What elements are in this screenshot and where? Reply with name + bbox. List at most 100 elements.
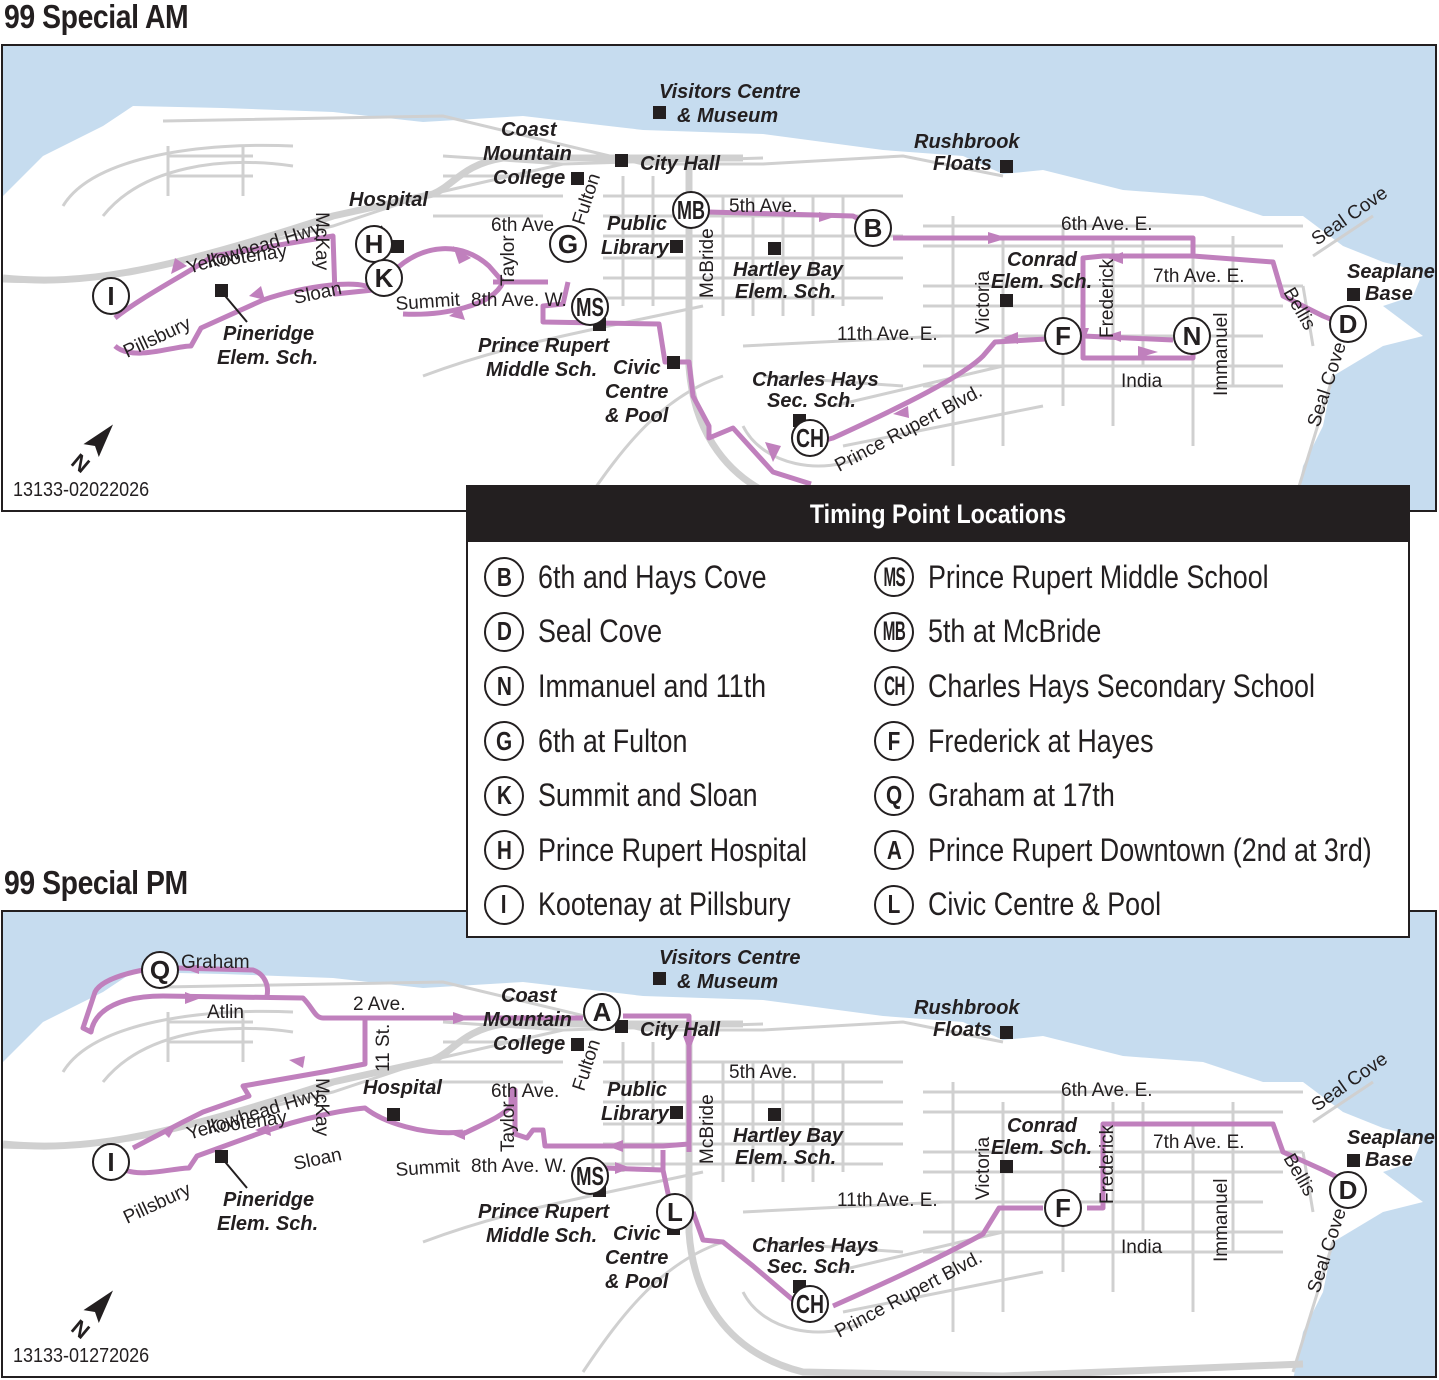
- legend-item: MB 5th at McBride: [874, 605, 1439, 660]
- square-landmark-icon: [653, 972, 666, 985]
- svg-text:5th Ave.: 5th Ave.: [729, 1062, 797, 1083]
- svg-text:College: College: [493, 167, 565, 189]
- svg-text:Elem. Sch.: Elem. Sch.: [991, 271, 1092, 293]
- svg-text:B: B: [864, 213, 883, 243]
- timing-point-badge: CH: [874, 666, 914, 707]
- legend-item-label: Graham at 17th: [928, 777, 1115, 814]
- route-arrows: [163, 964, 695, 1174]
- svg-text:G: G: [558, 229, 578, 259]
- square-landmark-icon: [391, 240, 404, 253]
- timing-point-badge: Q: [874, 775, 914, 816]
- timing-point-d: D: [1329, 305, 1367, 343]
- timing-point-badge: D: [484, 611, 524, 652]
- timing-point-badge: N: [484, 666, 524, 707]
- svg-text:Summit: Summit: [395, 289, 461, 314]
- timing-point-badge: MS: [874, 557, 914, 598]
- svg-text:Middle Sch.: Middle Sch.: [486, 1225, 597, 1247]
- svg-text:Hartley Bay: Hartley Bay: [733, 1125, 844, 1147]
- square-landmark-icon: [1000, 294, 1013, 307]
- svg-text:2 Ave.: 2 Ave.: [353, 994, 405, 1015]
- svg-text:India: India: [1121, 371, 1163, 392]
- timing-point-ms: MS: [571, 1157, 609, 1195]
- svg-text:Prince Rupert: Prince Rupert: [478, 1201, 610, 1223]
- svg-text:I: I: [107, 1147, 114, 1177]
- svg-text:Taylor: Taylor: [498, 235, 519, 286]
- svg-text:Civic: Civic: [613, 357, 661, 379]
- svg-text:Civic: Civic: [613, 1223, 661, 1245]
- svg-text:8th Ave. W.: 8th Ave. W.: [471, 290, 567, 311]
- svg-text:Immanuel: Immanuel: [1211, 313, 1232, 396]
- timing-point-n: N: [1173, 317, 1211, 355]
- svg-text:Charles Hays: Charles Hays: [752, 369, 879, 391]
- svg-text:College: College: [493, 1033, 565, 1055]
- svg-text:11th Ave. E.: 11th Ave. E.: [837, 1190, 938, 1211]
- legend-item-label: Kootenay at Pillsbury: [538, 886, 791, 923]
- svg-text:MS: MS: [576, 292, 604, 322]
- timing-point-g: G: [549, 225, 587, 263]
- timing-point-badge: F: [874, 721, 914, 762]
- square-landmark-icon: [1000, 160, 1013, 173]
- svg-text:Sec. Sch.: Sec. Sch.: [767, 1256, 856, 1278]
- svg-text:5th Ave.: 5th Ave.: [729, 196, 797, 217]
- svg-text:Conrad: Conrad: [1007, 1115, 1078, 1137]
- svg-text:Floats: Floats: [933, 1019, 992, 1041]
- svg-text:Base: Base: [1365, 283, 1413, 305]
- square-landmark-icon: [571, 1038, 584, 1051]
- timing-point-badge: A: [874, 830, 914, 871]
- svg-text:Frederick: Frederick: [1097, 1124, 1118, 1204]
- legend-item-label: Frederick at Hayes: [928, 722, 1154, 759]
- svg-text:Floats: Floats: [933, 153, 992, 175]
- svg-text:Rushbrook: Rushbrook: [914, 131, 1020, 153]
- square-landmark-icon: [1347, 1154, 1360, 1167]
- am-map-id: 13133-02022026: [13, 479, 150, 501]
- timing-point-badge: L: [874, 884, 914, 925]
- timing-point-f: F: [1044, 1189, 1082, 1227]
- svg-text:6th Ave. E.: 6th Ave. E.: [1061, 214, 1153, 235]
- svg-text:Library: Library: [601, 1103, 670, 1125]
- legend-item-label: 5th at McBride: [928, 613, 1102, 650]
- svg-text:11 St.: 11 St.: [373, 1024, 394, 1072]
- timing-point-i: I: [92, 1143, 130, 1181]
- base-map: [3, 972, 1423, 1376]
- timing-point-badge: G: [484, 721, 524, 762]
- legend-item-label: Charles Hays Secondary School: [928, 667, 1315, 704]
- svg-text:Immanuel: Immanuel: [1211, 1179, 1232, 1262]
- landmark-labels: Hospital Pineridge Elem. Sch. Coast Moun…: [217, 947, 1435, 1293]
- legend-item-label: Immanuel and 11th: [538, 667, 767, 704]
- timing-point-badge: MB: [874, 611, 914, 652]
- square-landmark-icon: [1000, 1160, 1013, 1173]
- svg-text:I: I: [107, 281, 114, 311]
- timing-point-l: L: [656, 1193, 694, 1231]
- svg-text:City Hall: City Hall: [640, 1019, 720, 1041]
- svg-text:Victoria: Victoria: [973, 1137, 994, 1200]
- yellowhead-highway: [3, 154, 743, 284]
- svg-text:Hartley Bay: Hartley Bay: [733, 259, 844, 281]
- svg-text:Q: Q: [150, 955, 170, 985]
- pm-map-canvas: Graham Atlin 2 Ave. 11 St. Yellowhead Hw…: [3, 947, 1435, 1376]
- square-landmark-icon: [768, 1108, 781, 1121]
- square-landmark-icon: [1000, 1026, 1013, 1039]
- svg-text:7th Ave. E.: 7th Ave. E.: [1153, 1132, 1245, 1153]
- legend-item-label: 6th and Hays Cove: [538, 558, 767, 595]
- svg-text:McKay: McKay: [311, 1078, 332, 1137]
- svg-text:Seaplane: Seaplane: [1347, 261, 1435, 283]
- square-landmark-icon: [615, 154, 628, 167]
- svg-text:McKay: McKay: [311, 212, 332, 271]
- svg-text:Public: Public: [607, 213, 667, 235]
- svg-text:& Pool: & Pool: [605, 405, 669, 427]
- svg-text:Taylor: Taylor: [498, 1101, 519, 1152]
- legend-item: CH Charles Hays Secondary School: [874, 659, 1439, 714]
- legend-item-label: Prince Rupert Middle School: [928, 558, 1269, 595]
- svg-text:City Hall: City Hall: [640, 153, 720, 175]
- svg-text:Hospital: Hospital: [349, 189, 428, 211]
- square-landmark-icon: [670, 1106, 683, 1119]
- timing-point-h: H: [355, 225, 393, 263]
- svg-text:Centre: Centre: [605, 1247, 668, 1269]
- svg-text:Elem. Sch.: Elem. Sch.: [217, 1213, 318, 1235]
- timing-point-ch: CH: [791, 419, 829, 457]
